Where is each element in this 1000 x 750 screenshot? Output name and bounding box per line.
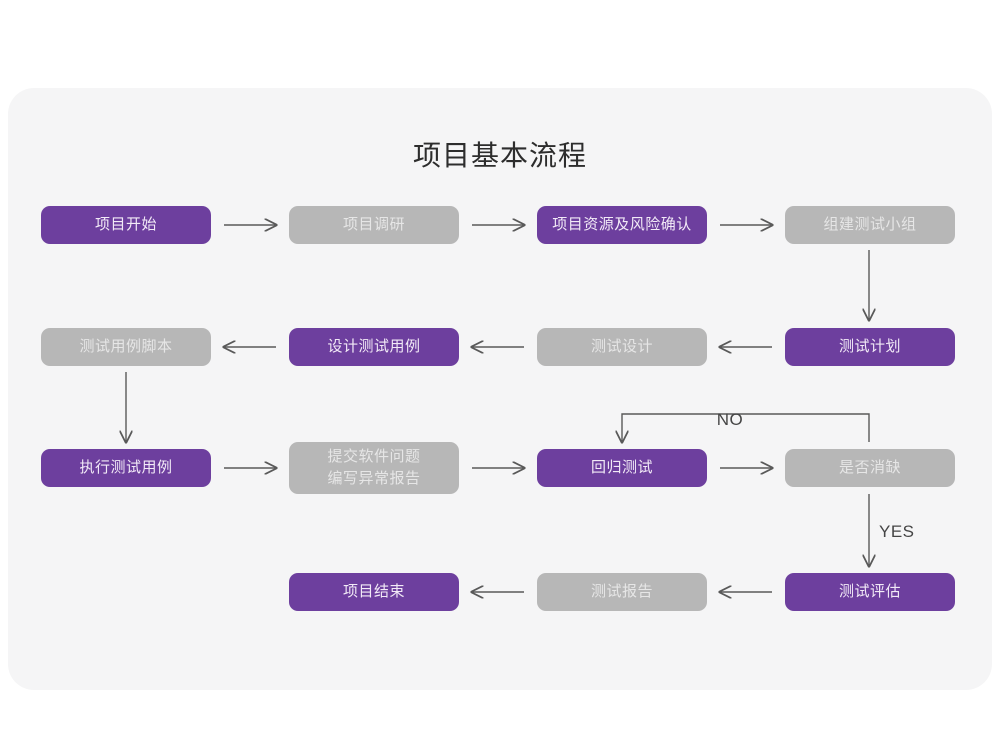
node-design-test-case[interactable]: 设计测试用例 [289, 328, 459, 366]
edge-label-yes-text: YES [879, 522, 915, 541]
node-test-design[interactable]: 测试设计 [537, 328, 707, 366]
page-title: 项目基本流程 [412, 140, 587, 171]
node-project-end[interactable]: 项目结束 [289, 573, 459, 611]
node-project-research[interactable]: 项目调研 [289, 206, 459, 244]
node-resource-risk-confirm[interactable]: 项目资源及风险确认 [537, 206, 707, 244]
node-regression-test[interactable]: 回归测试 [537, 449, 707, 487]
node-form-test-team[interactable]: 组建测试小组 [785, 206, 955, 244]
node-project-start[interactable]: 项目开始 [41, 206, 211, 244]
node-test-case-script[interactable]: 测试用例脚本 [41, 328, 211, 366]
edge-label-no-text: NO [716, 410, 744, 429]
node-test-report[interactable]: 测试报告 [537, 573, 707, 611]
node-test-evaluation[interactable]: 测试评估 [785, 573, 955, 611]
node-execute-test-case[interactable]: 执行测试用例 [41, 449, 211, 487]
node-defect-resolved[interactable]: 是否消缺 [785, 449, 955, 487]
node-test-plan[interactable]: 测试计划 [785, 328, 955, 366]
node-submit-issue-report[interactable]: 提交软件问题 编写异常报告 [289, 442, 459, 494]
